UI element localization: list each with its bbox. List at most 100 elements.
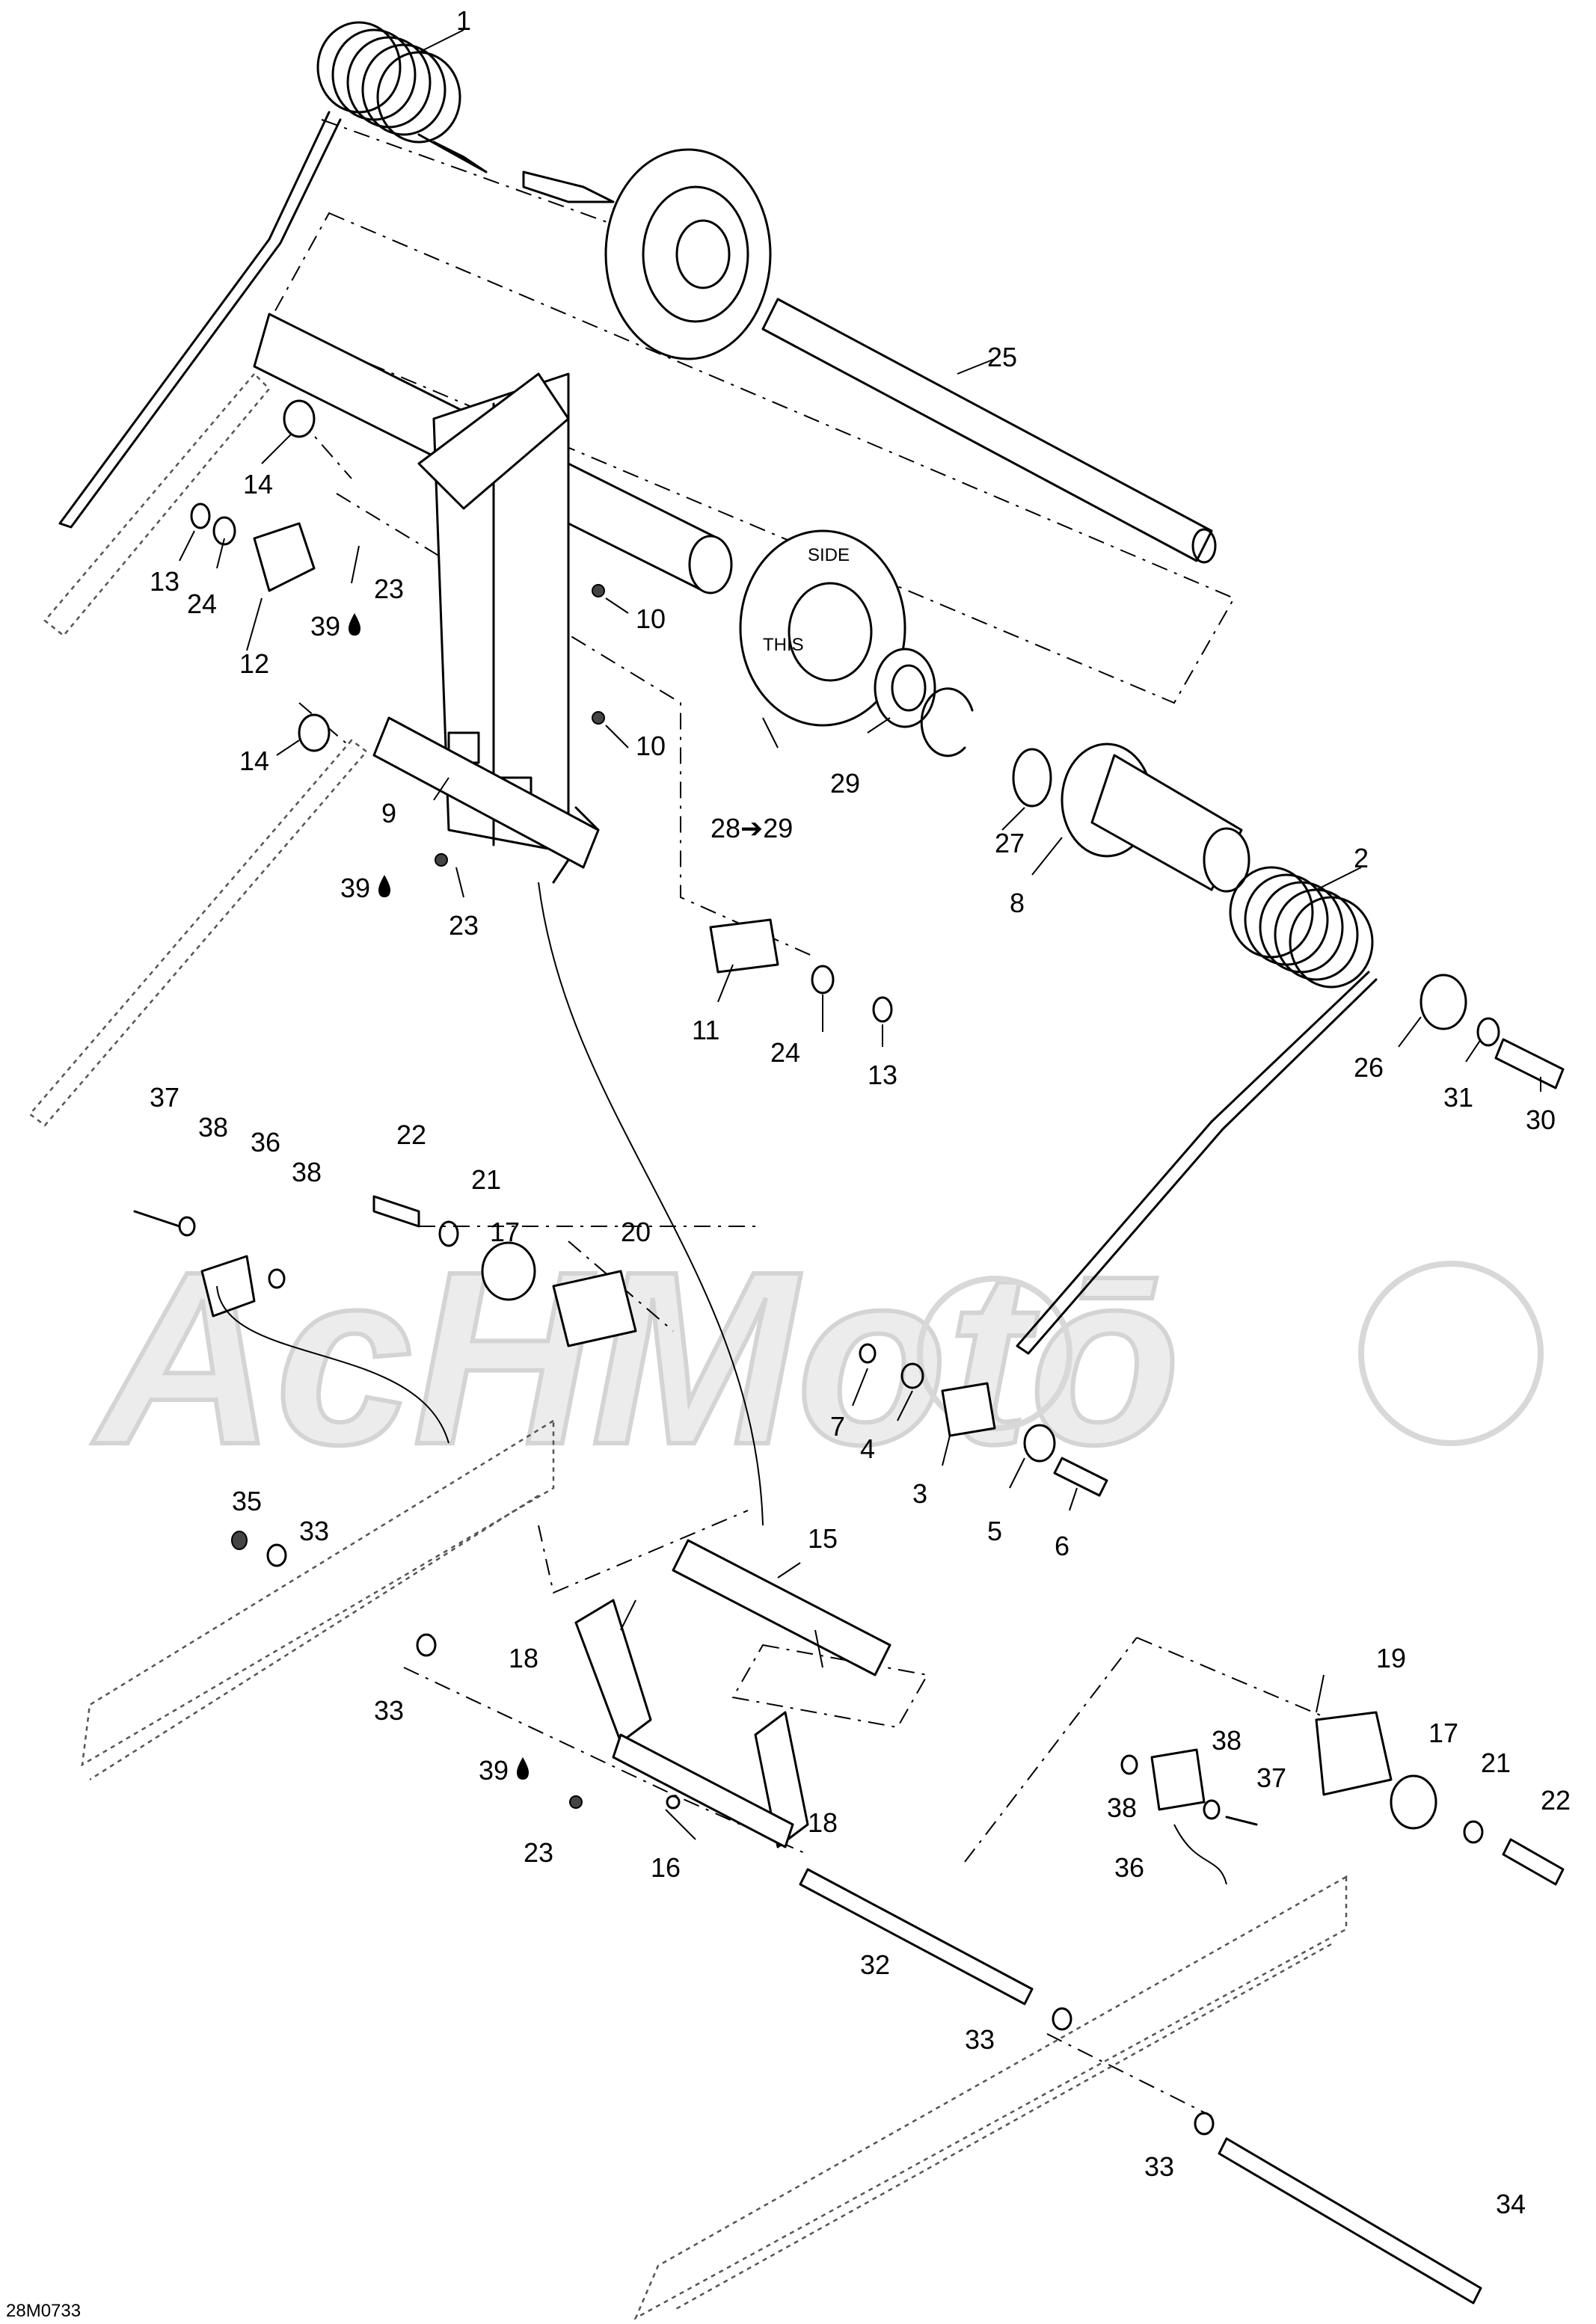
callout-2: 2 xyxy=(1354,843,1369,873)
callout-39b: 39 xyxy=(340,873,370,903)
callout-25: 25 xyxy=(987,342,1017,372)
bushing-14a xyxy=(283,399,316,438)
callout-36a: 36 xyxy=(251,1127,280,1158)
callout-28: 28➔29 xyxy=(710,813,793,843)
callout-4: 4 xyxy=(860,1433,875,1464)
callout-17b: 17 xyxy=(1428,1718,1458,1748)
callout-39c: 39 xyxy=(479,1755,509,1786)
watermark-text: AcHMotō xyxy=(90,1220,1180,1495)
callout-38b: 38 xyxy=(292,1157,322,1187)
rail-left-lower-edge xyxy=(89,1494,539,1781)
spacer-8 xyxy=(1061,743,1250,893)
cam-11 xyxy=(709,918,779,974)
bolt-22b xyxy=(1502,1838,1565,1886)
washer-33b xyxy=(416,1633,437,1657)
idler-wheel-top xyxy=(522,148,772,360)
wheel-side-text: SIDE xyxy=(808,545,850,565)
callout-37a: 37 xyxy=(150,1082,179,1113)
callout-14a: 14 xyxy=(243,469,273,499)
callout-18b: 18 xyxy=(808,1807,838,1838)
callout-30: 30 xyxy=(1526,1104,1556,1135)
shaft-25 xyxy=(761,298,1217,564)
leader-lines xyxy=(179,29,1541,1840)
rail-right-lower-edge xyxy=(672,1943,1332,2312)
callout-12: 12 xyxy=(239,648,269,679)
callout-18a: 18 xyxy=(509,1643,538,1673)
callout-22a: 22 xyxy=(396,1119,426,1150)
callout-21a: 21 xyxy=(471,1164,501,1195)
rail-right-lower xyxy=(633,1875,1348,2320)
diagram-code: 28M0733 xyxy=(6,2301,81,2321)
callout-16: 16 xyxy=(651,1852,681,1883)
callout-32: 32 xyxy=(860,1949,890,1980)
callout-38a: 38 xyxy=(198,1112,228,1143)
callout-33a: 33 xyxy=(299,1516,329,1546)
stopper-19 xyxy=(1315,1711,1393,1796)
callout-33c: 33 xyxy=(965,2024,995,2055)
screw-10a xyxy=(592,584,605,597)
oil-drop-icons xyxy=(349,613,529,1780)
callout-13b: 13 xyxy=(868,1060,897,1090)
washer-38b xyxy=(268,1268,286,1289)
screw-10b xyxy=(592,711,605,725)
fitting-ring xyxy=(666,1795,681,1810)
callout-6: 6 xyxy=(1055,1531,1069,1561)
oil-drop-icon xyxy=(517,1757,529,1780)
callout-39a: 39 xyxy=(310,611,340,642)
callout-13a: 13 xyxy=(150,566,179,597)
washer-38c xyxy=(1120,1754,1138,1775)
washer-33d xyxy=(1194,2112,1215,2136)
callout-33b: 33 xyxy=(374,1695,404,1726)
cam-12 xyxy=(253,522,316,592)
grease-fitting-23c xyxy=(569,1795,583,1809)
callout-24b: 24 xyxy=(770,1037,800,1068)
callout-35: 35 xyxy=(232,1486,262,1516)
screw-37a xyxy=(133,1210,181,1228)
callout-38c: 38 xyxy=(1212,1725,1241,1756)
washer-33a xyxy=(266,1543,287,1567)
watermark: AcHMotō xyxy=(88,1217,1544,1498)
tube-15 xyxy=(672,1539,891,1676)
washer-21a xyxy=(438,1220,459,1247)
stopper-36a xyxy=(200,1255,256,1318)
callout-31: 31 xyxy=(1443,1082,1473,1113)
callout-37b: 37 xyxy=(1256,1762,1286,1793)
callout-5: 5 xyxy=(987,1516,1002,1546)
callout-23c: 23 xyxy=(524,1837,553,1868)
callout-34: 34 xyxy=(1496,2189,1526,2219)
callout-26: 26 xyxy=(1354,1052,1384,1083)
callout-7: 7 xyxy=(830,1411,845,1442)
circlip-13a xyxy=(190,502,211,529)
callout-27: 27 xyxy=(995,828,1025,858)
callout-24a: 24 xyxy=(187,588,217,619)
callout-29: 29 xyxy=(830,768,860,799)
assembly-arrow-3 xyxy=(1173,1824,1227,1885)
bushing-14b xyxy=(298,713,331,752)
callout-10b: 10 xyxy=(636,731,666,761)
rail-ghost-middle xyxy=(28,739,368,1127)
washer-33c xyxy=(1052,2007,1072,2031)
bearing-29 xyxy=(874,648,936,728)
rail-left-lower xyxy=(81,1418,555,1767)
spacer-17a xyxy=(481,1241,536,1301)
callout-20: 20 xyxy=(621,1217,651,1247)
callout-15: 15 xyxy=(808,1523,838,1554)
swing-arm xyxy=(253,313,733,884)
idler-wheel-28: SIDE THIS xyxy=(739,529,906,727)
screw-37b xyxy=(1225,1816,1258,1826)
washer-38d xyxy=(1203,1799,1221,1820)
callout-22b: 22 xyxy=(1541,1785,1571,1816)
bolt-30 xyxy=(1494,1038,1565,1089)
callout-19: 19 xyxy=(1376,1643,1406,1673)
oil-drop-icon xyxy=(349,613,360,636)
callout-11: 11 xyxy=(692,1015,719,1045)
stopper-3 xyxy=(941,1382,996,1437)
bolt-22a xyxy=(372,1195,420,1228)
callout-9: 9 xyxy=(381,798,396,829)
callout-8: 8 xyxy=(1010,888,1025,918)
oil-drop-icon xyxy=(378,875,390,897)
wheel-this-text: THIS xyxy=(763,635,804,655)
grease-fitting-23 xyxy=(435,853,448,867)
spacer-5 xyxy=(1023,1424,1056,1463)
